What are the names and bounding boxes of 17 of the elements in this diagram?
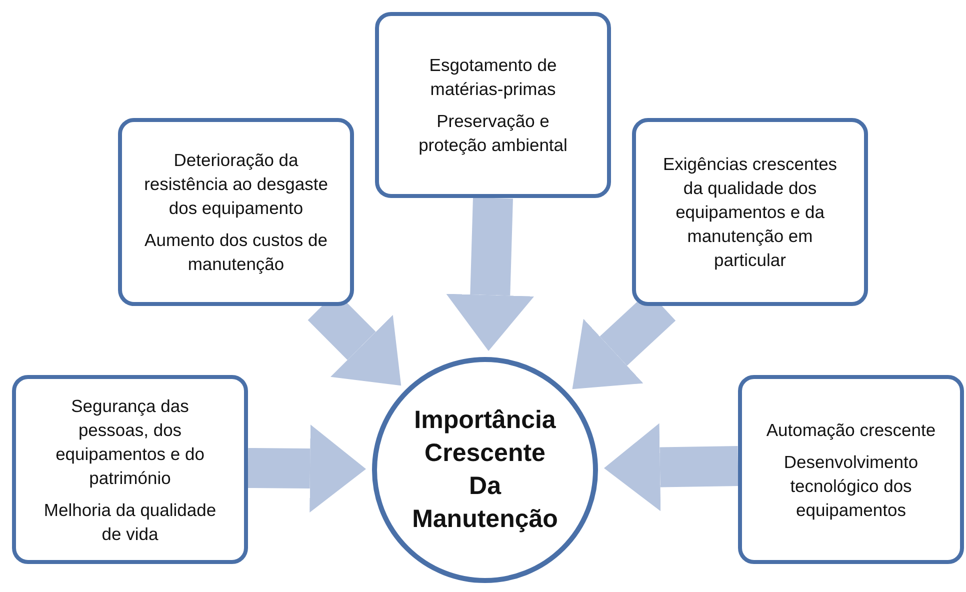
box-text: Deterioração da resistência ao desgaste dos equipamento [144, 149, 328, 220]
box-text: Preservação e proteção ambiental [418, 110, 568, 157]
box-text: Esgotamento de matérias-primas [428, 54, 558, 101]
block-arrow [248, 424, 366, 513]
rounded-box [632, 118, 868, 306]
box-text: Melhoria da qualidade de vida [42, 498, 218, 546]
rounded-box [738, 375, 964, 564]
block-arrow [446, 197, 534, 352]
box-text: Desenvolvimento tecnológico dos equipamentos [782, 450, 920, 522]
box-text: Exigências crescentes da qualidade dos equipamentos e da manutenção em particular [662, 153, 838, 272]
rounded-box [12, 375, 248, 564]
box-text: Segurança das pessoas, dos equipamentos e do património [54, 394, 206, 490]
center-title: Importância Crescente Da Manutenção [411, 405, 559, 535]
box-text: Aumento dos custos de manutenção [144, 229, 328, 276]
rounded-box [118, 118, 354, 306]
rounded-box [375, 12, 611, 198]
box-text: Automação crescente [766, 418, 936, 442]
